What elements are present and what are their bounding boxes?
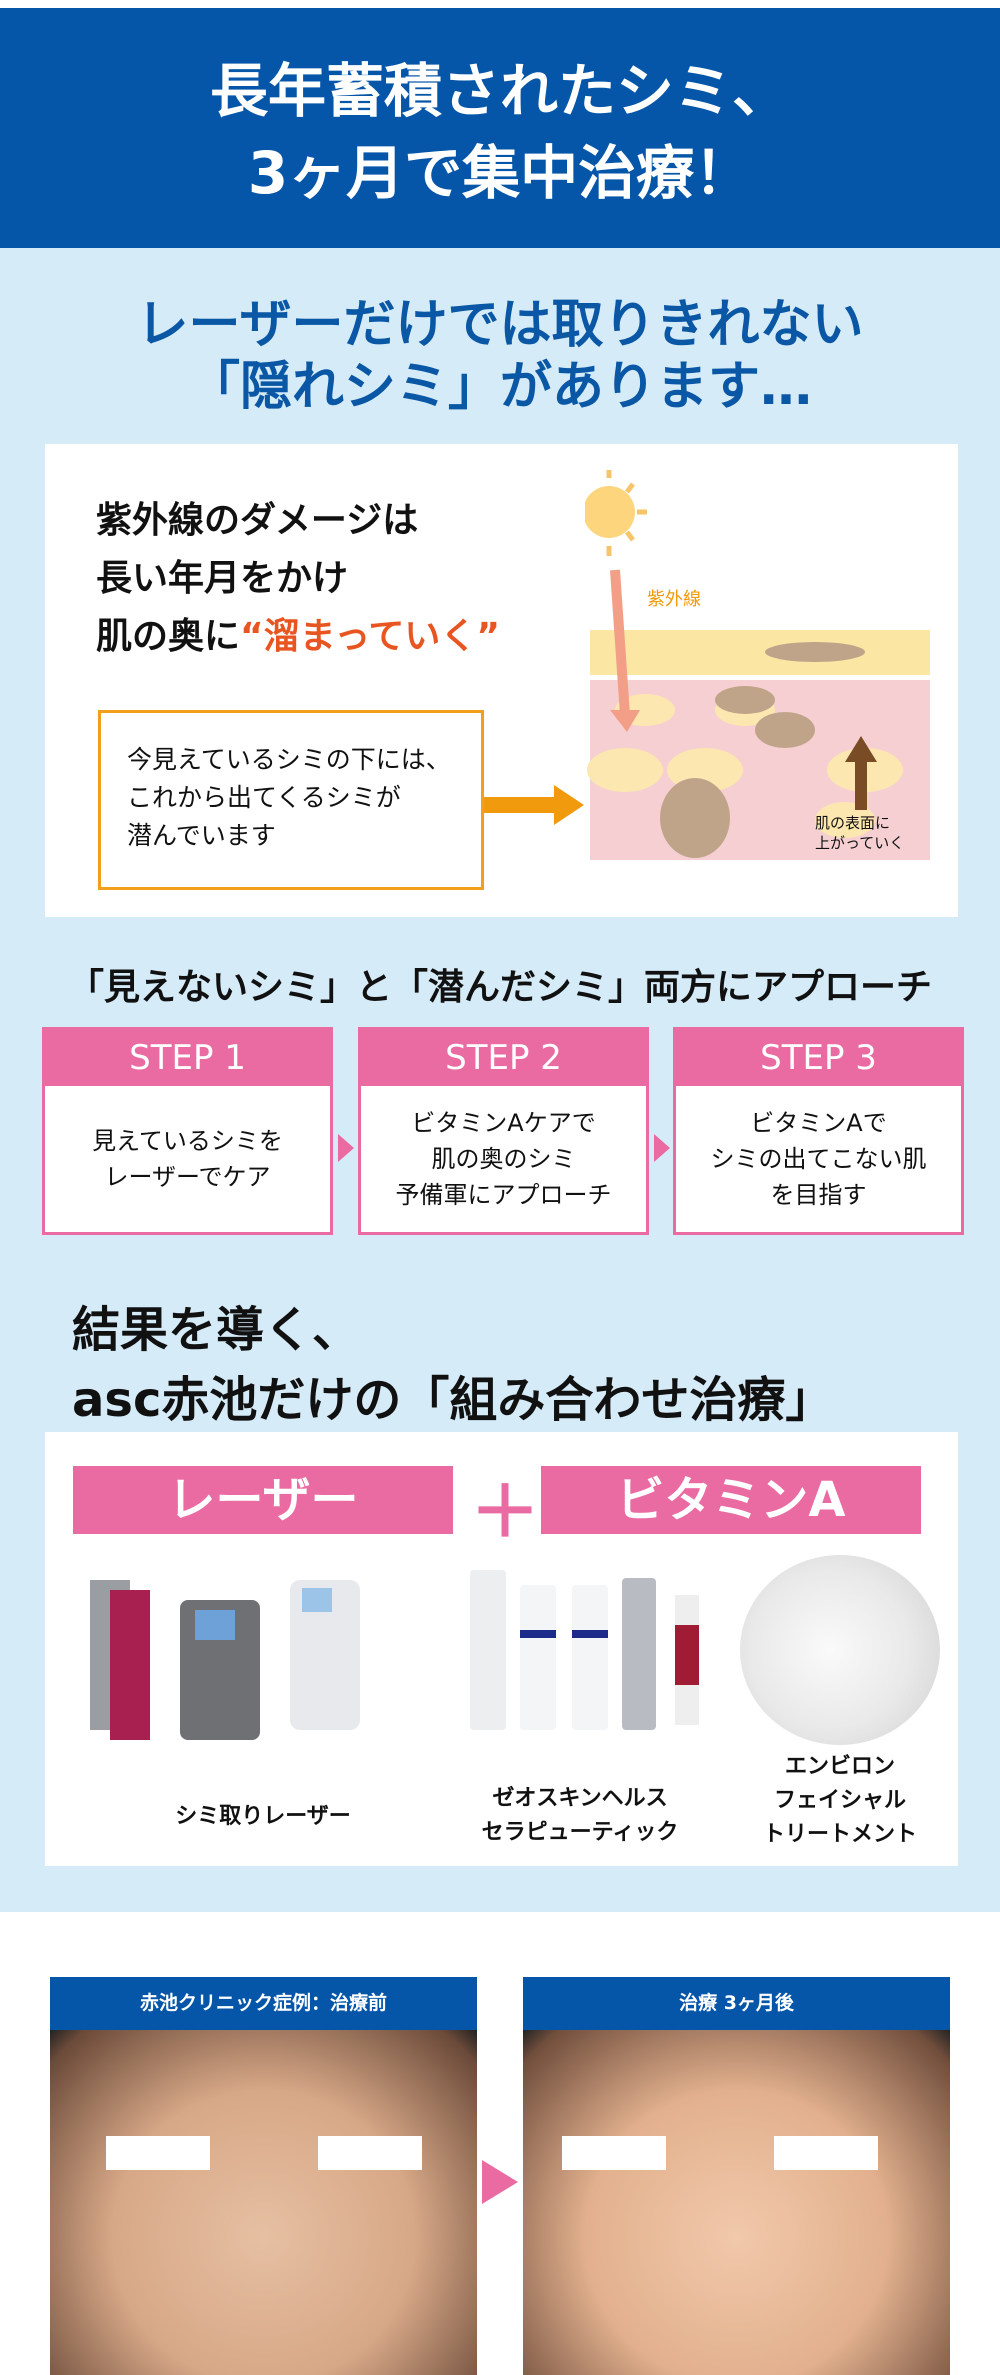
uv-highlight: “溜まっていく” bbox=[240, 616, 501, 657]
laser-label: レーザー bbox=[73, 1466, 453, 1534]
step-arrow-icon bbox=[338, 1134, 354, 1162]
header-banner: 長年蓄積されたシミ、 3ヶ月で集中治療！ bbox=[0, 0, 1000, 248]
eye-mask bbox=[774, 2136, 878, 2170]
after-caption: 治療 3ヶ月後 bbox=[523, 1977, 950, 2030]
before-photo bbox=[50, 2030, 477, 2375]
vitamin-a-label: ビタミンA bbox=[541, 1466, 921, 1534]
arrow-right-icon bbox=[484, 785, 584, 825]
eye-mask bbox=[106, 2136, 210, 2170]
step-1-card: STEP 1 見えているシミを レーザーでケア bbox=[42, 1027, 333, 1235]
intro-line-2: 「隠れシミ」があります… bbox=[187, 357, 812, 417]
step-text: ビタミンAケアで 肌の奥のシミ 予備軍にアプローチ bbox=[395, 1109, 612, 1209]
facial-treatment-image bbox=[740, 1555, 940, 1745]
header-line-2: 3ヶ月で集中治療！ bbox=[247, 139, 753, 207]
before-caption: 赤池クリニック症例：治療前 bbox=[50, 1977, 477, 2030]
step-title: STEP 3 bbox=[676, 1030, 961, 1086]
result-line-2: asc赤池だけの「組み合わせ治療」 bbox=[72, 1372, 834, 1428]
skin-illustration: 紫外線 肌の表面に上がっていく bbox=[585, 470, 930, 860]
step-3-card: STEP 3 ビタミンAで シミの出てこない肌 を目指す bbox=[673, 1027, 964, 1235]
before-after-arrow-icon bbox=[482, 2160, 518, 2204]
zo-skin-health-products-image bbox=[470, 1570, 699, 1730]
result-line-1: 結果を導く、 bbox=[72, 1302, 361, 1358]
after-photo bbox=[523, 2030, 950, 2375]
hidden-spots-note: 今見えているシミの下には、 これから出てくるシミが 潜んでいます bbox=[98, 710, 484, 890]
laser-machines-image bbox=[90, 1580, 360, 1740]
step-title: STEP 2 bbox=[361, 1030, 646, 1086]
sun-icon bbox=[585, 470, 647, 556]
steps-heading: 「見えないシミ」と「潜んだシミ」両方にアプローチ bbox=[67, 967, 932, 1008]
eye-mask bbox=[318, 2136, 422, 2170]
uv-label: 紫外線 bbox=[647, 589, 701, 610]
rise-label: 肌の表面に上がっていく bbox=[815, 814, 904, 852]
step-text: 見えているシミを レーザーでケア bbox=[92, 1127, 283, 1191]
step-arrow-icon bbox=[654, 1134, 670, 1162]
uv-line-1: 紫外線のダメージは bbox=[96, 500, 419, 541]
uv-line-3: 肌の奥に bbox=[96, 616, 241, 657]
header-line-1: 長年蓄積されたシミ、 bbox=[209, 57, 790, 125]
step-text: ビタミンAで シミの出てこない肌 を目指す bbox=[710, 1109, 927, 1209]
plus-icon: ＋ bbox=[470, 1471, 540, 1553]
arrow-up-icon bbox=[845, 736, 877, 762]
facial-caption: エンビロン フェイシャル トリートメント bbox=[762, 1754, 917, 1847]
uv-headline: 紫外線のダメージは 長い年月をかけ 肌の奥に“溜まっていく” bbox=[96, 492, 500, 666]
step-title: STEP 1 bbox=[45, 1030, 330, 1086]
zo-caption: ゼオスキンヘルス セラピューティック bbox=[481, 1786, 679, 1845]
eye-mask bbox=[562, 2136, 666, 2170]
step-2-card: STEP 2 ビタミンAケアで 肌の奥のシミ 予備軍にアプローチ bbox=[358, 1027, 649, 1235]
intro-line-1: レーザーだけでは取りきれない bbox=[136, 295, 864, 355]
uv-line-2: 長い年月をかけ bbox=[96, 558, 349, 599]
laser-caption: シミ取りレーザー bbox=[175, 1804, 351, 1829]
